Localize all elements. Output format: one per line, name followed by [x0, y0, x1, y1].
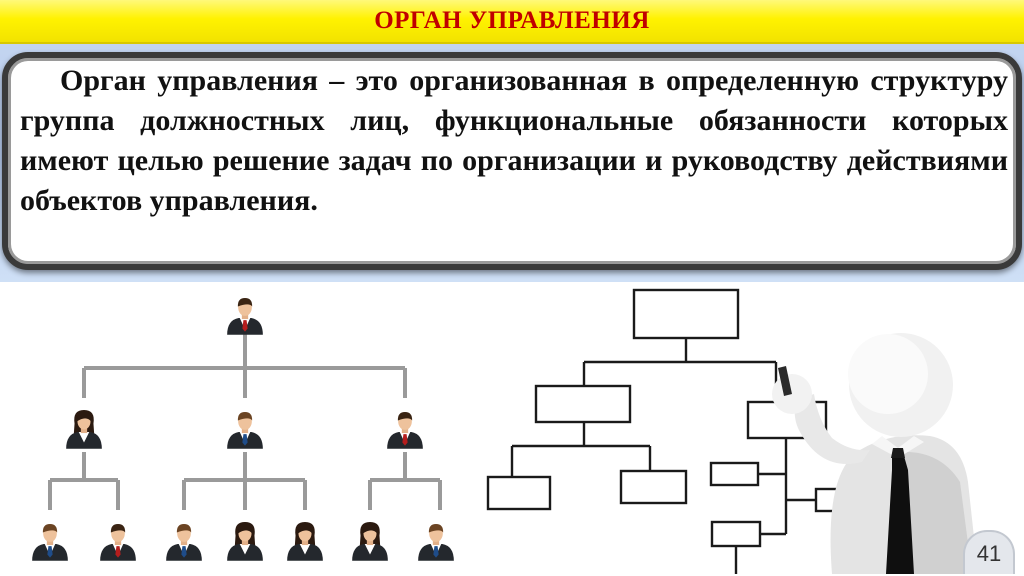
slide-title: ОРГАН УПРАВЛЕНИЯ	[374, 7, 650, 34]
flowchart-sketch	[486, 288, 872, 574]
page-number-badge: 41	[963, 530, 1015, 574]
org-chart-people-icons	[48, 334, 442, 510]
man-drawing-flowchart	[772, 333, 978, 574]
definition-text: Орган управления – это организованная в …	[20, 64, 1008, 217]
definition-box: Орган управления – это организованная в …	[2, 52, 1022, 270]
title-bar: ОРГАН УПРАВЛЕНИЯ	[0, 0, 1024, 44]
illustration-area	[32, 288, 978, 574]
